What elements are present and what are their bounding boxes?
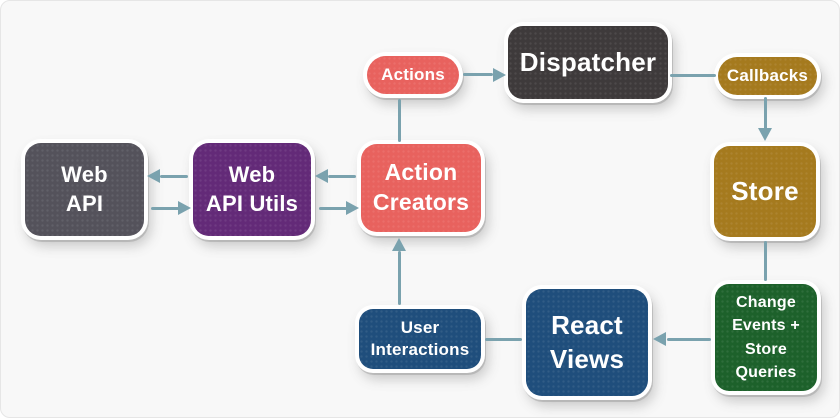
node-actions: Actions xyxy=(367,56,459,94)
node-change-events: Change Events + Store Queries xyxy=(715,284,817,391)
arrowhead-down-icon xyxy=(758,128,772,141)
edge-action-creators-web-api-utils-line xyxy=(328,175,356,178)
node-callbacks: Callbacks xyxy=(718,57,817,95)
arrowhead-right-icon xyxy=(493,68,506,82)
arrowhead-left-icon xyxy=(653,332,666,346)
edge-web-api-utils-action-creators-line xyxy=(319,207,347,210)
edge-user-interactions-action-creators-line xyxy=(398,251,401,305)
node-web-api-utils: Web API Utils xyxy=(193,143,311,236)
node-action-creators: Action Creators xyxy=(361,144,481,232)
edge-change-events-react-views-line xyxy=(667,338,711,341)
edge-callbacks-store-line xyxy=(764,97,767,130)
edge-actions-dispatcher-line xyxy=(463,73,493,76)
arrowhead-right-icon xyxy=(178,201,191,215)
arrowhead-left-icon xyxy=(147,169,160,183)
edge-react-views-user-interactions-line xyxy=(485,338,522,341)
edge-action-creators-actions-line xyxy=(398,99,401,142)
node-react-views: React Views xyxy=(526,289,648,396)
node-store: Store xyxy=(714,146,816,237)
node-user-interactions: User Interactions xyxy=(359,309,481,369)
arrowhead-right-icon xyxy=(346,201,359,215)
arrowhead-up-icon xyxy=(392,238,406,251)
node-dispatcher: Dispatcher xyxy=(508,26,668,99)
edge-dispatcher-callbacks-line xyxy=(670,74,716,77)
node-web-api: Web API xyxy=(25,143,144,236)
arrowhead-left-icon xyxy=(315,169,328,183)
edge-web-api-web-api-utils-line xyxy=(151,207,179,210)
edge-store-change-events-line xyxy=(764,241,767,281)
edge-web-api-utils-web-api-line xyxy=(160,175,188,178)
